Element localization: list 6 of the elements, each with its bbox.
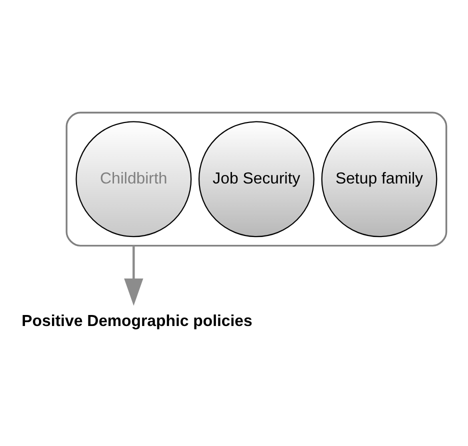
node-circle: Childbirth [76,120,192,237]
cluster [66,111,448,246]
arrow [124,245,144,306]
node-circle: Job Security [198,120,314,237]
node-text: Positive Demographic policies [22,312,252,330]
node-circle: Setup family [321,120,438,237]
